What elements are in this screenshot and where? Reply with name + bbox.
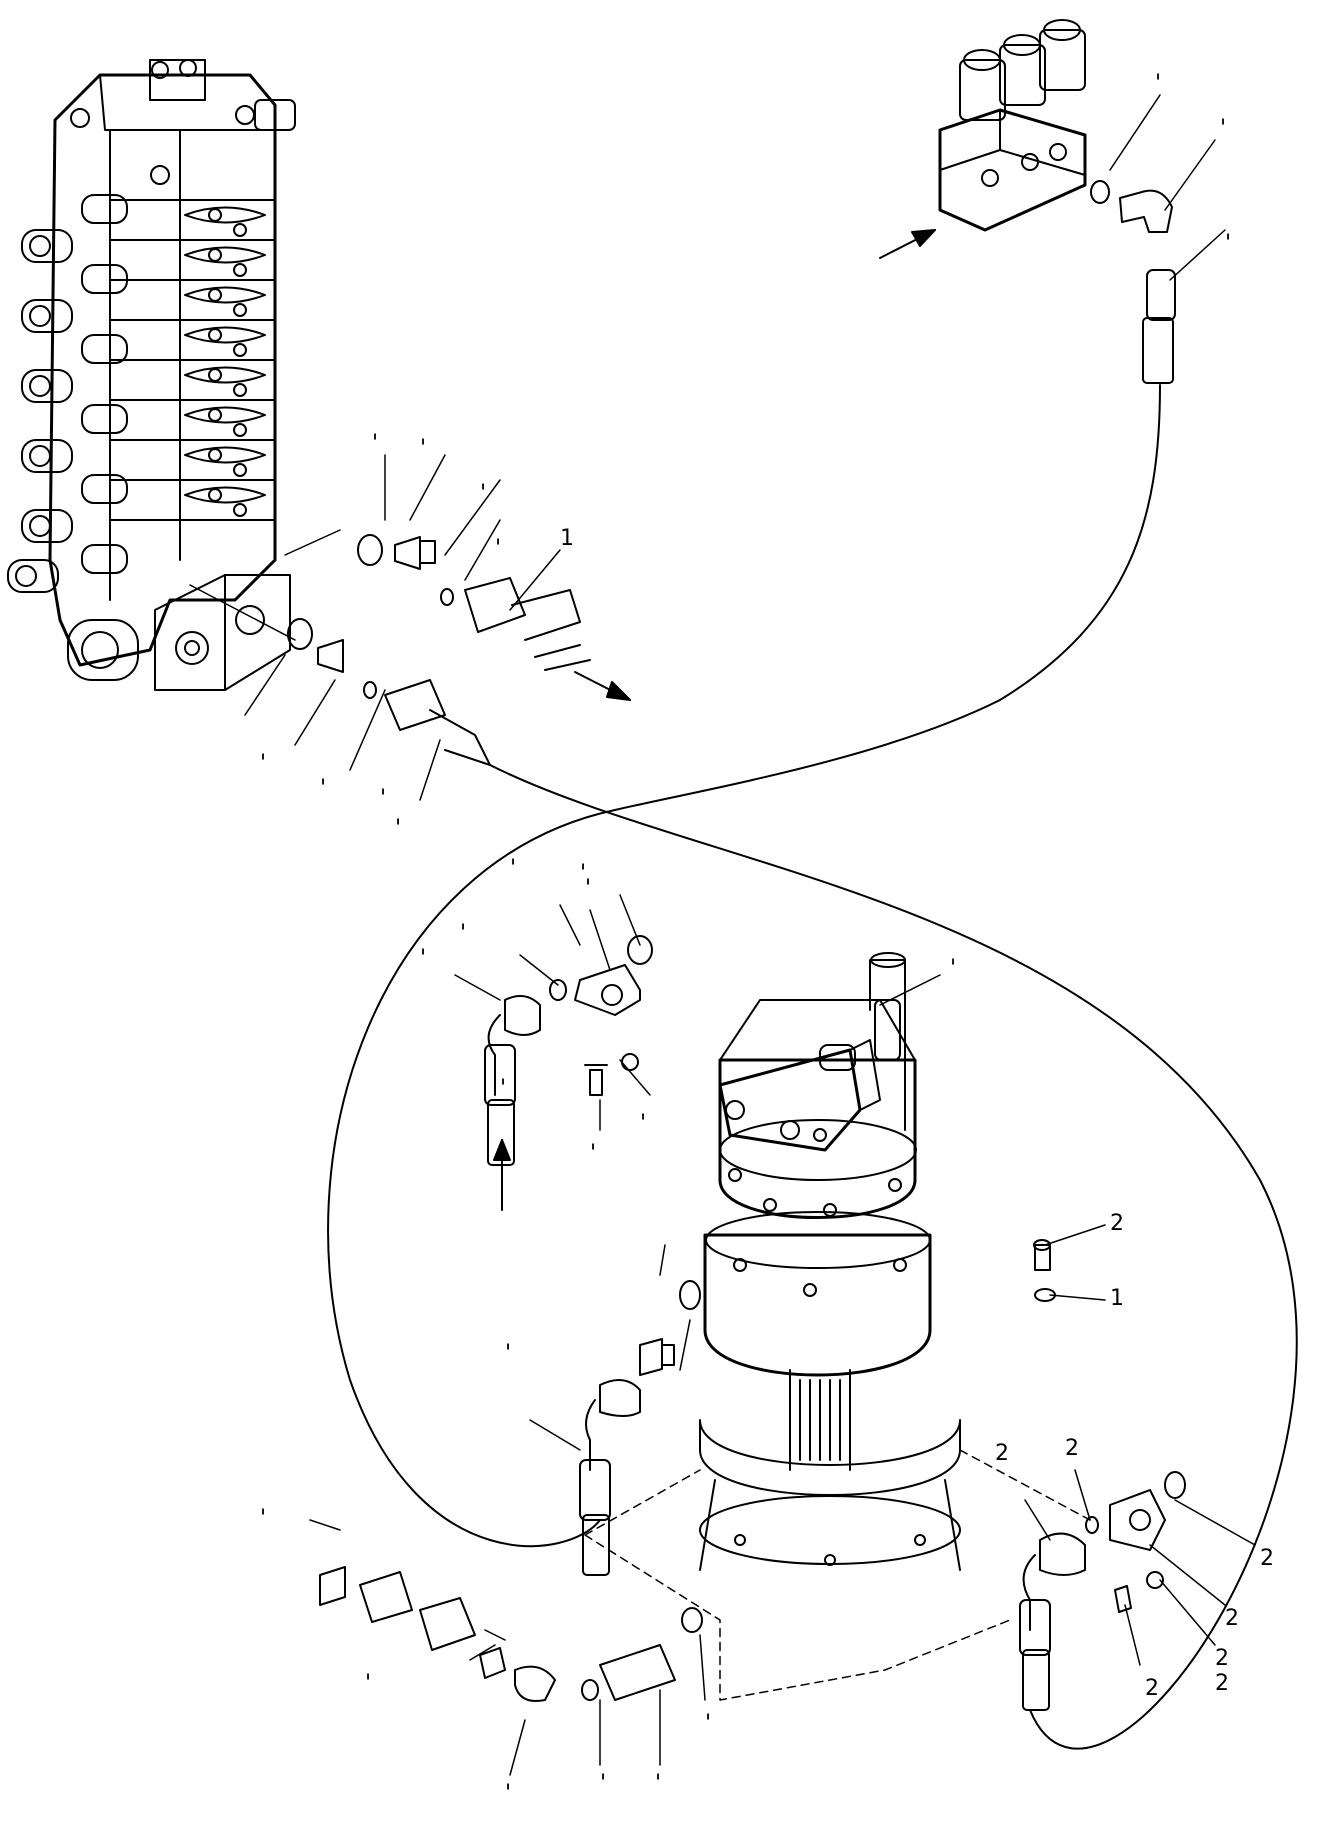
callout-labels: ' ' ' 1 ' ' ' ' ' ' ' ' ' ' ' ' ' ' ' ' … (260, 71, 1274, 1806)
callout-label: ' (585, 876, 591, 901)
hose-valve-to-motor (489, 764, 1298, 1750)
callout-label: ' (510, 856, 516, 881)
control-valve-assembly (7, 59, 296, 691)
callout-label: ' (590, 1141, 596, 1166)
bottom-fitting-chain (319, 1566, 703, 1702)
hose-solenoid (614, 384, 1161, 811)
valve-spool-caps (7, 194, 128, 593)
callout-label: ' (460, 921, 466, 946)
leader-lines (244, 94, 1256, 1776)
callout-label: ' (372, 431, 378, 456)
callout-label: ' (480, 481, 486, 506)
elbow-fitting-upper-left (484, 935, 653, 1166)
callout-label: ' (420, 436, 426, 461)
elbow-fitting-right (1019, 1471, 1186, 1711)
callout-label: ' (1155, 71, 1161, 96)
callout-label: ' (640, 1111, 646, 1136)
callout-label: ' (505, 1781, 511, 1806)
bolt-washer-pair (1033, 1239, 1056, 1302)
callout-label: 2 (1215, 1671, 1229, 1696)
callout-label: ' (420, 946, 426, 971)
callout-label: ' (655, 1771, 661, 1796)
callout-label: ' (600, 1771, 606, 1796)
hose-loop-left (327, 809, 616, 1547)
callout-label: 2 (1110, 1211, 1124, 1236)
callout-label: 2 (1260, 1546, 1274, 1571)
callout-label: 2 (1215, 1646, 1229, 1671)
callout-label: ' (380, 786, 386, 811)
callout-label: 2 (995, 1441, 1009, 1466)
callout-label: ' (950, 956, 956, 981)
flow-arrow-solenoid (879, 229, 936, 259)
fitting-set-lower (287, 618, 491, 766)
callout-label: ' (320, 776, 326, 801)
callout-label: ' (495, 536, 501, 561)
callout-label: ' (1225, 231, 1231, 256)
callout-label: 2 (1065, 1436, 1079, 1461)
callout-label: ' (705, 1711, 711, 1736)
callout-label: ' (580, 861, 586, 886)
flow-arrow-upper-left (493, 1139, 511, 1211)
valve-spool-stack (109, 199, 276, 521)
callout-label: 2 (1145, 1676, 1159, 1701)
callout-label: ' (260, 751, 266, 776)
callout-label: ' (365, 1671, 371, 1696)
solenoid-valve-block (938, 19, 1087, 232)
swing-motor-head (718, 952, 906, 1152)
callout-label: ' (1220, 116, 1226, 141)
callout-label: 2 (1225, 1606, 1239, 1631)
swing-motor-assembly (699, 999, 961, 1571)
callout-label: 1 (1110, 1286, 1124, 1311)
callout-label: ' (260, 1506, 266, 1531)
fitting-set-upper (357, 534, 591, 671)
callout-label: 1 (560, 526, 574, 551)
callout-label: ' (395, 816, 401, 841)
callout-label: ' (500, 1076, 506, 1101)
solenoid-fittings (1090, 180, 1176, 384)
callout-label: ' (505, 1341, 511, 1366)
flow-arrow-upper (574, 671, 631, 701)
elbow-fitting-lower-left (579, 1280, 701, 1576)
mounting-bracket (584, 1449, 1091, 1701)
